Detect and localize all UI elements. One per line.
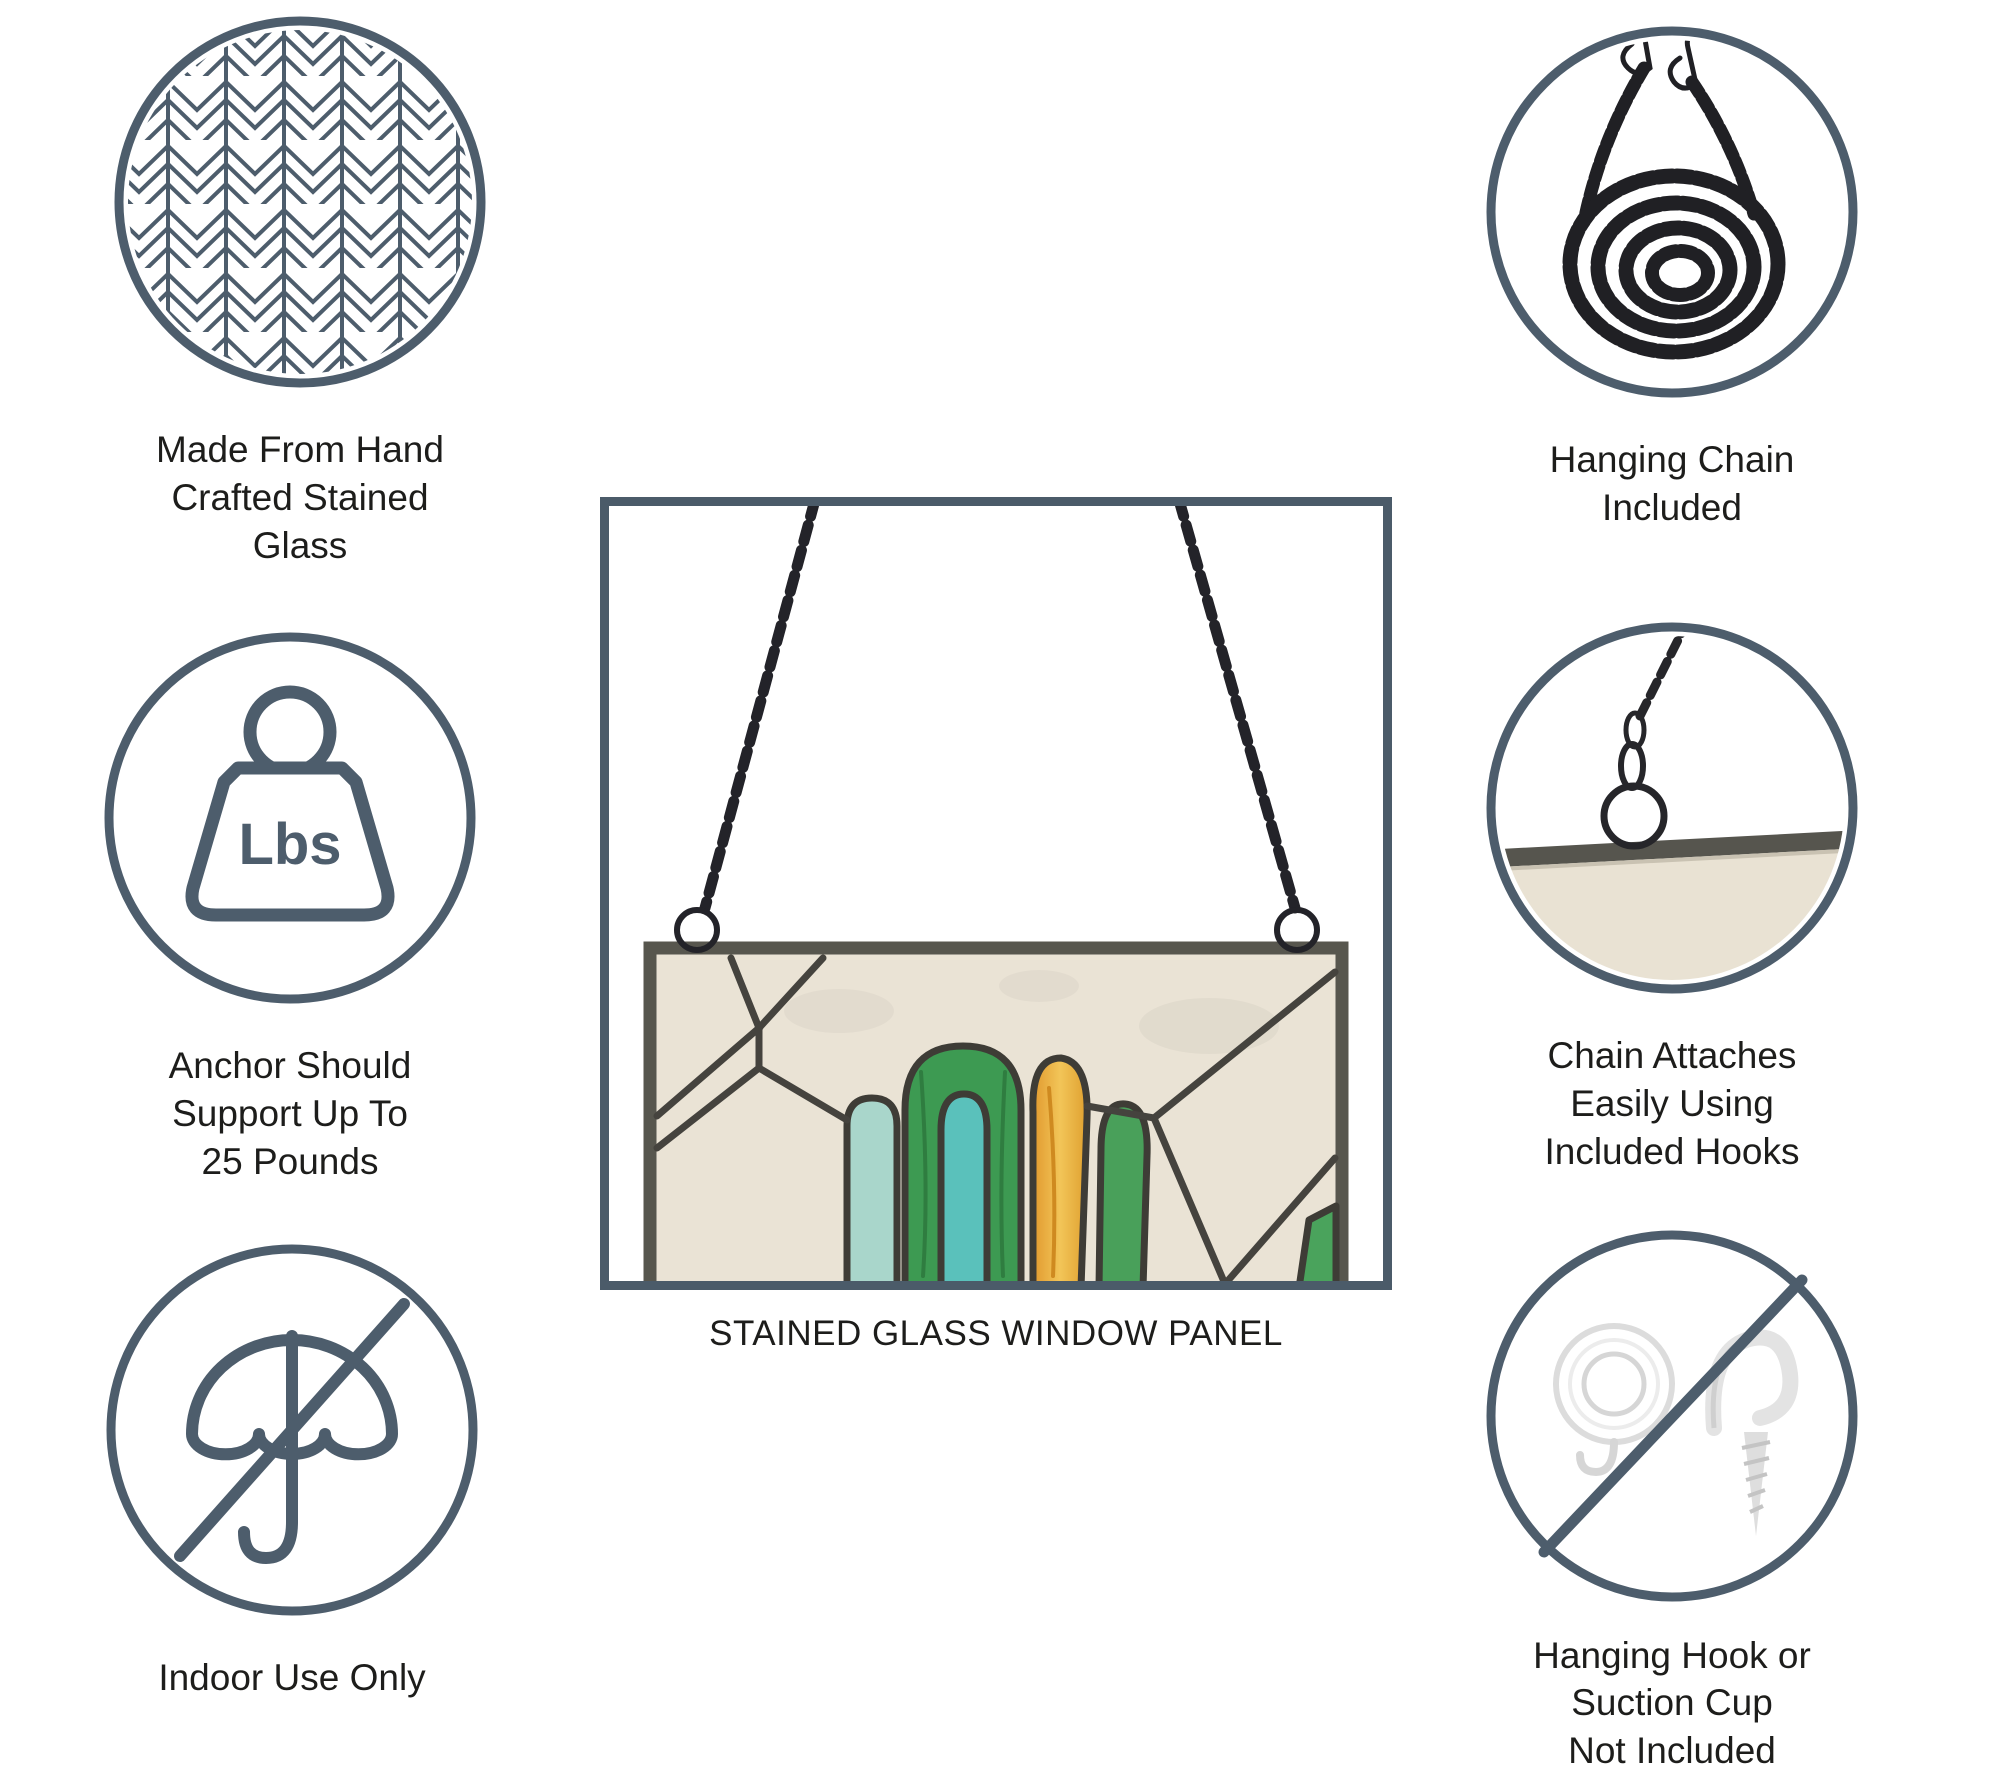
no-hook-icon [1486,1230,1858,1602]
product-caption: STAINED GLASS WINDOW PANEL [709,1314,1283,1353]
feature-caption: Hanging Hook or Suction Cup Not Included [1533,1635,1811,1771]
feature-indoor-only: Indoor Use Only [92,1240,492,1702]
lead-lines [653,954,1339,1281]
weight-unit-label: Lbs [238,812,341,877]
feature-caption: Chain Attaches Easily Using Included Hoo… [1544,1035,1800,1173]
chain-hook-icon [1486,622,1858,994]
feature-caption: Indoor Use Only [158,1657,426,1698]
weight-icon: Lbs [104,632,476,1004]
feature-caption: Hanging Chain Included [1549,439,1795,529]
feature-stained-glass: Made From Hand Crafted Stained Glass [100,12,500,570]
hanging-chain [699,506,1301,914]
stained-glass-pattern-icon [114,16,486,388]
feature-caption: Anchor Should Support Up To 25 Pounds [168,1045,412,1183]
hanging-chain-icon [1486,26,1858,398]
feature-weight-limit: Lbs Anchor Should Support Up To 25 Pound… [90,628,490,1186]
glass-pieces [843,1042,1340,1281]
feature-caption: Made From Hand Crafted Stained Glass [156,429,444,567]
product-image-frame [600,497,1392,1290]
feature-hanging-chain: Hanging Chain Included [1472,22,1872,532]
feature-chain-attaches: Chain Attaches Easily Using Included Hoo… [1472,618,1872,1176]
stained-glass-panel-image [643,506,1349,1281]
feature-hooks-not-included: Hanging Hook or Suction Cup Not Included [1472,1226,1872,1774]
no-umbrella-icon [106,1244,478,1616]
hanging-rings [674,907,1320,953]
